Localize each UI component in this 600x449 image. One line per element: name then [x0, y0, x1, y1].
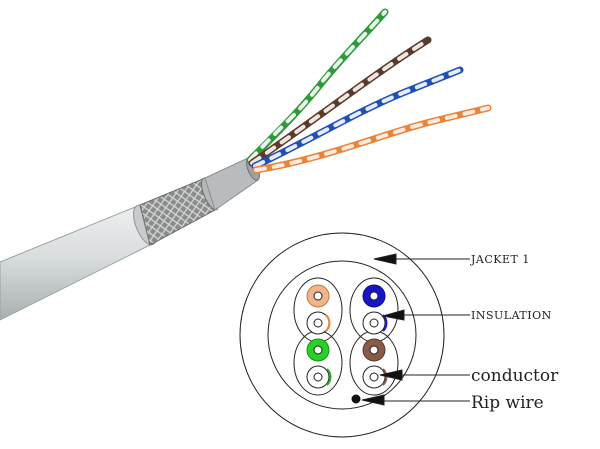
rip-wire-dot [351, 394, 361, 404]
rip-wire-label: Rip wire [471, 393, 544, 413]
brown-pair-wires [248, 36, 432, 167]
insulation-label: INSULATION [471, 309, 552, 322]
green-pair-section [306, 338, 332, 389]
orange-pair-section [306, 284, 331, 335]
jacket-label: JACKET 1 [470, 253, 530, 266]
inner-shield-circle [267, 260, 417, 410]
conductor-label: conductor [471, 366, 559, 386]
cable-jacket [0, 204, 157, 321]
green-pair-wires [246, 8, 389, 164]
twisted-pairs [246, 8, 492, 174]
blue-pair-section [362, 284, 388, 335]
leader-lines [361, 253, 470, 406]
outer-jacket-circle [239, 232, 445, 438]
brown-pair-section [362, 338, 388, 389]
blue-pair-wires [251, 66, 464, 170]
orange-pair-wires [252, 104, 492, 174]
cross-section [239, 232, 445, 438]
